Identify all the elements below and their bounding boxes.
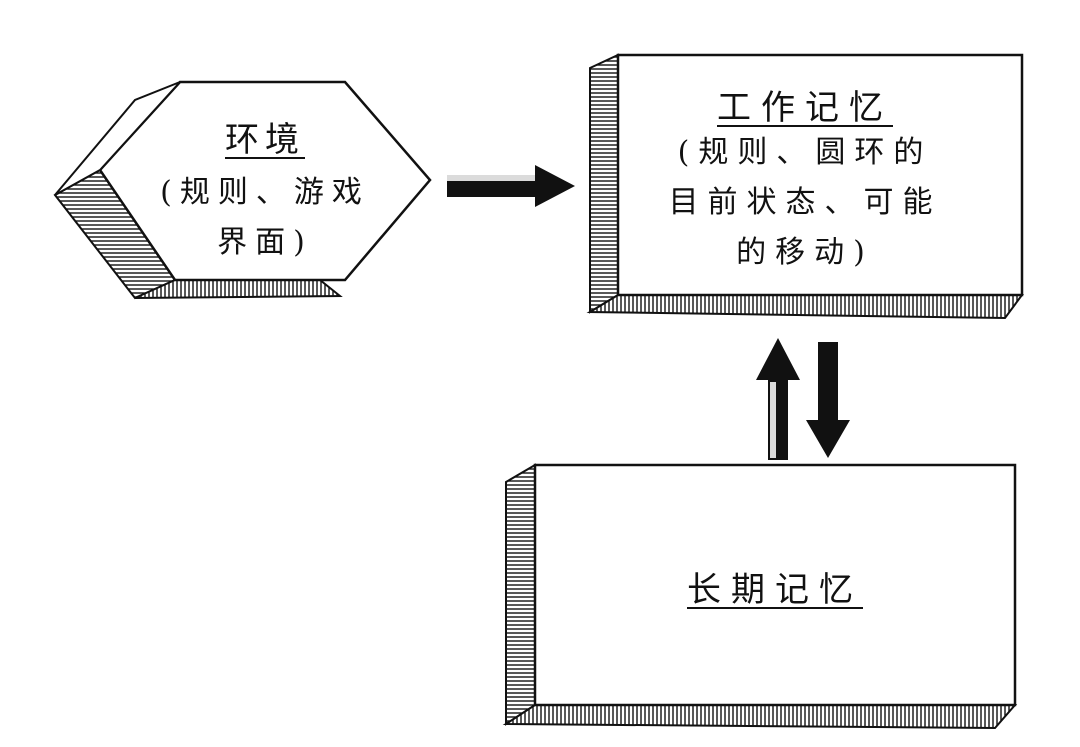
- long-term-memory-side-face: [505, 463, 536, 726]
- working-memory-title: 工作记忆: [717, 88, 893, 128]
- arrow-up-icon: [756, 338, 800, 460]
- arrow-right-icon: [447, 165, 575, 207]
- working-memory-front-face: [616, 53, 1024, 297]
- environment-description-line: (规则、游戏: [160, 175, 370, 210]
- environment-description: (规则、游戏 界面): [140, 168, 390, 268]
- long-term-memory-node: [502, 463, 1018, 730]
- long-term-memory-bottom-face: [502, 704, 1018, 730]
- environment-top-edge: [54, 81, 181, 196]
- arrow-down-icon: [806, 342, 850, 458]
- long-term-memory-front-face: [533, 463, 1017, 707]
- environment-title: 环境: [225, 120, 305, 160]
- working-memory-description-line: (规则、圆环的: [677, 135, 933, 170]
- environment-node: [53, 80, 432, 300]
- working-memory-node: [586, 53, 1024, 320]
- working-memory-description-line: 的移动): [736, 235, 874, 270]
- working-memory-description: (规则、圆环的 目前状态、可能 的移动): [600, 128, 1010, 278]
- working-memory-description-line: 目前状态、可能: [668, 185, 942, 220]
- environment-description-line: 界面): [217, 225, 313, 260]
- working-memory-bottom-face: [586, 294, 1024, 320]
- long-term-memory-title: 长期记忆: [687, 570, 863, 610]
